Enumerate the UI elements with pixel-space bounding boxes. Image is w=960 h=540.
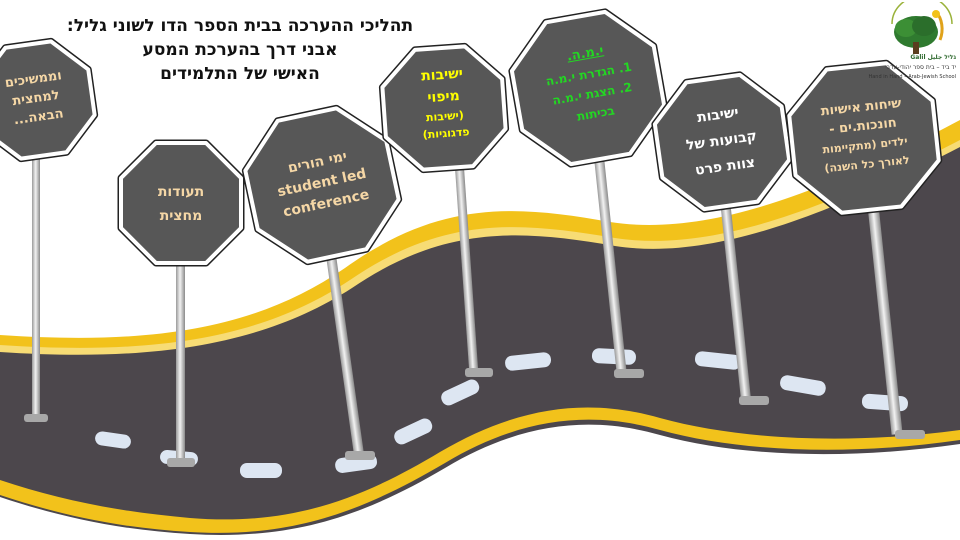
winding-road bbox=[0, 120, 960, 540]
sign-line: תעודות bbox=[157, 184, 205, 200]
lane-dash bbox=[394, 418, 433, 445]
school-logo: גליל جليل Galil יד ביד – בית ספר יהודי-ע… bbox=[868, 0, 958, 84]
pole bbox=[454, 159, 479, 376]
sign-talks: שיחות אישיות חונכות.ים - ילדים (מתקיימות… bbox=[795, 91, 932, 180]
sign-ymh-face bbox=[508, 8, 668, 168]
pole bbox=[32, 140, 40, 418]
pole-base bbox=[167, 458, 195, 467]
sign-talks-face bbox=[785, 59, 943, 217]
sign-poles bbox=[24, 140, 925, 467]
logo-name: גליל جليل Galil bbox=[910, 54, 956, 61]
pole-base bbox=[465, 368, 493, 377]
pole bbox=[325, 248, 365, 458]
pole-base bbox=[24, 414, 48, 422]
sign-staff: ישיבות קבועות של צוות פרט bbox=[659, 94, 784, 187]
sign-faces bbox=[0, 8, 943, 267]
pole bbox=[719, 190, 751, 400]
lane-dash bbox=[780, 375, 826, 396]
pole bbox=[176, 250, 185, 462]
sign-report-cards: תעודות מחצית bbox=[131, 180, 231, 228]
sign-parents-day-face bbox=[241, 104, 403, 266]
pole bbox=[864, 175, 903, 435]
sign-mapping: ישיבות מיפוי (ישיבות פדגוגיות) bbox=[391, 61, 496, 146]
logo-arc-text: Hand in Hand – Arab-Jewish School bbox=[868, 74, 956, 80]
title-line: האישי של התלמידים bbox=[160, 64, 320, 84]
sign-mapping-face bbox=[378, 42, 510, 174]
sign-continuing-face bbox=[0, 37, 99, 163]
title-line: אבני דרך בהערכת המסע bbox=[142, 40, 338, 60]
pole-base bbox=[614, 369, 644, 378]
lane-dashes bbox=[95, 348, 908, 478]
lane-dash bbox=[861, 393, 908, 412]
page-title: תהליכי ההערכה בבית הספר הדו לשוני גליל: … bbox=[60, 14, 420, 86]
lane-dash bbox=[505, 352, 552, 371]
lane-dash bbox=[240, 463, 282, 478]
lane-dash bbox=[694, 351, 741, 370]
lane-dash bbox=[441, 379, 480, 406]
road-bottom-fill bbox=[0, 424, 960, 540]
logo-tagline: יד ביד – בית ספר יהודי-ערבי bbox=[885, 64, 956, 71]
sign-staff-face bbox=[651, 71, 793, 213]
pole-base bbox=[895, 430, 925, 439]
pole bbox=[593, 150, 627, 375]
pole-base bbox=[345, 451, 375, 460]
sign-line: מחצית bbox=[159, 208, 203, 224]
sign-report-cards-face bbox=[117, 139, 245, 267]
lane-dash bbox=[591, 348, 636, 365]
tree-icon bbox=[891, 0, 953, 54]
lane-dash bbox=[95, 431, 131, 449]
road-lower-edge bbox=[0, 407, 960, 540]
pole-base bbox=[739, 396, 769, 405]
title-line: תהליכי ההערכה בבית הספר הדו לשוני גליל: bbox=[66, 16, 414, 36]
